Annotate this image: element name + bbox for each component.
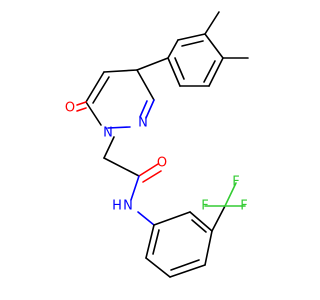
bond xyxy=(85,71,105,103)
bond xyxy=(136,69,155,101)
atom-label-f-top: F xyxy=(232,175,239,190)
bond xyxy=(137,211,155,226)
bond xyxy=(103,136,115,159)
molecule-structure: O N N O N H F F F xyxy=(65,11,249,278)
bond xyxy=(145,224,155,259)
bond xyxy=(153,211,191,226)
bond xyxy=(85,101,102,126)
atom-label-f-right: F xyxy=(240,199,247,214)
bond xyxy=(152,229,160,255)
bond xyxy=(130,175,140,201)
bond xyxy=(174,57,185,80)
atom-label-h-amide: H xyxy=(112,199,122,214)
atom-label-o-amide: O xyxy=(157,156,167,171)
bond xyxy=(167,57,181,87)
bond xyxy=(76,101,87,106)
bond xyxy=(103,157,140,177)
bond xyxy=(177,33,206,41)
bond xyxy=(167,39,179,59)
bond xyxy=(181,40,204,47)
bond xyxy=(204,11,220,35)
bond xyxy=(142,170,162,183)
bond xyxy=(92,76,110,104)
bond xyxy=(76,107,87,112)
bond xyxy=(189,211,213,232)
bond xyxy=(203,60,216,83)
bond-layer xyxy=(76,11,249,278)
bond xyxy=(136,57,169,71)
bond xyxy=(204,33,224,59)
atom-label-o-ketone: O xyxy=(65,101,75,116)
bond xyxy=(139,100,148,118)
bond xyxy=(170,259,200,271)
bond xyxy=(169,264,206,278)
bond xyxy=(145,99,155,119)
bond xyxy=(138,163,159,177)
bond xyxy=(211,205,226,232)
bond xyxy=(204,230,213,266)
atom-label-n1: N xyxy=(103,126,113,141)
atom-label-nh: N xyxy=(123,199,133,214)
bond xyxy=(107,126,131,129)
atom-label-layer: O N N O N H F F F xyxy=(65,101,248,214)
molecule-diagram: O N N O N H F F F xyxy=(65,11,249,278)
bond xyxy=(145,257,171,278)
atom-label-f-left: F xyxy=(201,199,208,214)
bond xyxy=(103,69,138,73)
bond xyxy=(191,219,207,233)
bond xyxy=(208,57,224,87)
bond xyxy=(224,182,237,207)
atom-label-n2: N xyxy=(138,116,148,131)
